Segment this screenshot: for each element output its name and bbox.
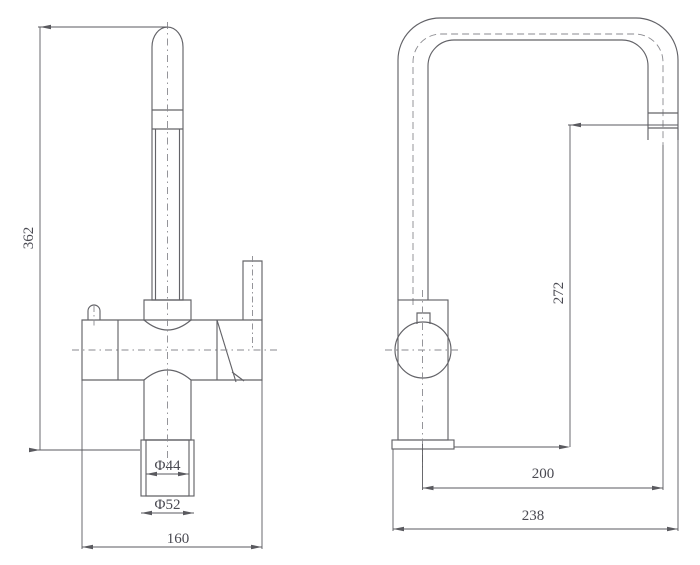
right-barrel-break-tick (231, 371, 245, 382)
left-handle-cap (87, 304, 101, 327)
dim-label-238: 238 (522, 508, 545, 524)
dim-label-200: 200 (532, 466, 555, 482)
dim-label-362: 362 (21, 227, 37, 250)
front-view (72, 22, 278, 497)
spout-riser (151, 26, 184, 301)
spout-riser-outline (151, 26, 184, 301)
spout-outer-wall (397, 17, 679, 300)
left-handle-cap-outline (87, 304, 101, 320)
side-base-plate (391, 439, 455, 450)
dim-label-52: Φ52 (155, 497, 181, 513)
side-body-block (391, 299, 455, 450)
front-view-dimensions (29, 24, 263, 550)
dim-label-44: Φ44 (155, 458, 181, 474)
right-lever-handle (242, 256, 263, 350)
right-barrel-taper-line (216, 319, 237, 383)
dim-label-272: 272 (551, 282, 567, 305)
dim-label-160: 160 (167, 531, 190, 547)
valve-cap (416, 312, 431, 324)
spout-inner-wall (427, 39, 649, 300)
side-view (385, 17, 679, 470)
spout-centerline (412, 33, 664, 305)
side-view-dimensions (392, 122, 679, 532)
